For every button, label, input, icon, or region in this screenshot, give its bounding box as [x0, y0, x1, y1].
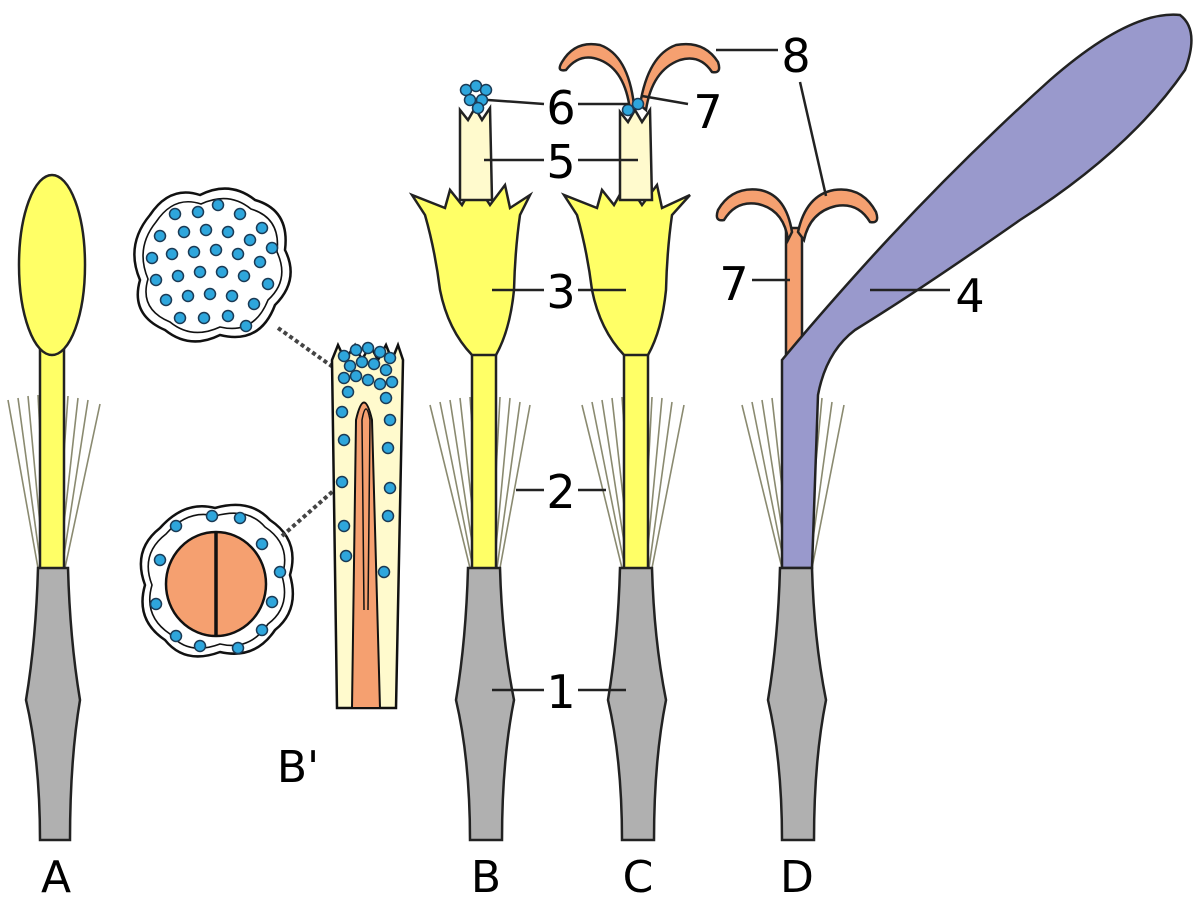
- corolla-limb-c: [560, 179, 691, 357]
- label-4: 4: [955, 269, 984, 323]
- pollen-b: [459, 79, 493, 115]
- ovary-d: [766, 566, 828, 842]
- corolla-tube-b: [470, 350, 498, 572]
- anther-tube-b: [458, 104, 494, 202]
- ovary-b: [454, 566, 516, 842]
- floret-d: [715, 13, 1193, 842]
- pollen-cluster-longitudinal: [335, 341, 399, 579]
- stigma-d: [715, 188, 879, 245]
- label-3: 3: [546, 265, 575, 319]
- corolla-limb-b: [408, 179, 534, 357]
- leader-lines: [484, 48, 950, 692]
- label-2: 2: [546, 465, 575, 519]
- ligule-d: [780, 13, 1193, 570]
- label-6: 6: [546, 81, 575, 135]
- panel-label-c: C: [623, 852, 654, 900]
- cross-section-upper: [133, 187, 292, 343]
- pollen-cluster-lower: [149, 509, 287, 655]
- connector-lower: [280, 483, 342, 538]
- pollen-c: [621, 97, 645, 117]
- corolla-bud-a: [17, 173, 87, 357]
- label-1: 1: [546, 665, 575, 719]
- ovary-c: [606, 566, 668, 842]
- label-5: 5: [546, 135, 575, 189]
- pollen-cluster-upper: [145, 198, 279, 333]
- floret-b: [408, 79, 534, 842]
- connector-upper: [276, 326, 342, 374]
- ovary-a: [24, 566, 82, 842]
- panel-label-a: A: [41, 852, 71, 900]
- floret-a: [7, 173, 101, 842]
- panel-label-b-prime: B': [277, 742, 319, 793]
- cross-section-lower: [139, 503, 295, 658]
- label-8: 8: [781, 29, 810, 83]
- stigma-c: [558, 42, 721, 114]
- label-7-left: 7: [719, 257, 748, 311]
- corolla-tube-c: [622, 350, 650, 572]
- panel-label-b: B: [471, 852, 501, 900]
- floret-c: [558, 42, 721, 842]
- anther-tube-c: [618, 106, 654, 202]
- longitudinal-section: [330, 341, 405, 710]
- label-7-top: 7: [693, 85, 722, 139]
- corolla-tube-a: [38, 343, 66, 572]
- panel-label-d: D: [780, 852, 814, 900]
